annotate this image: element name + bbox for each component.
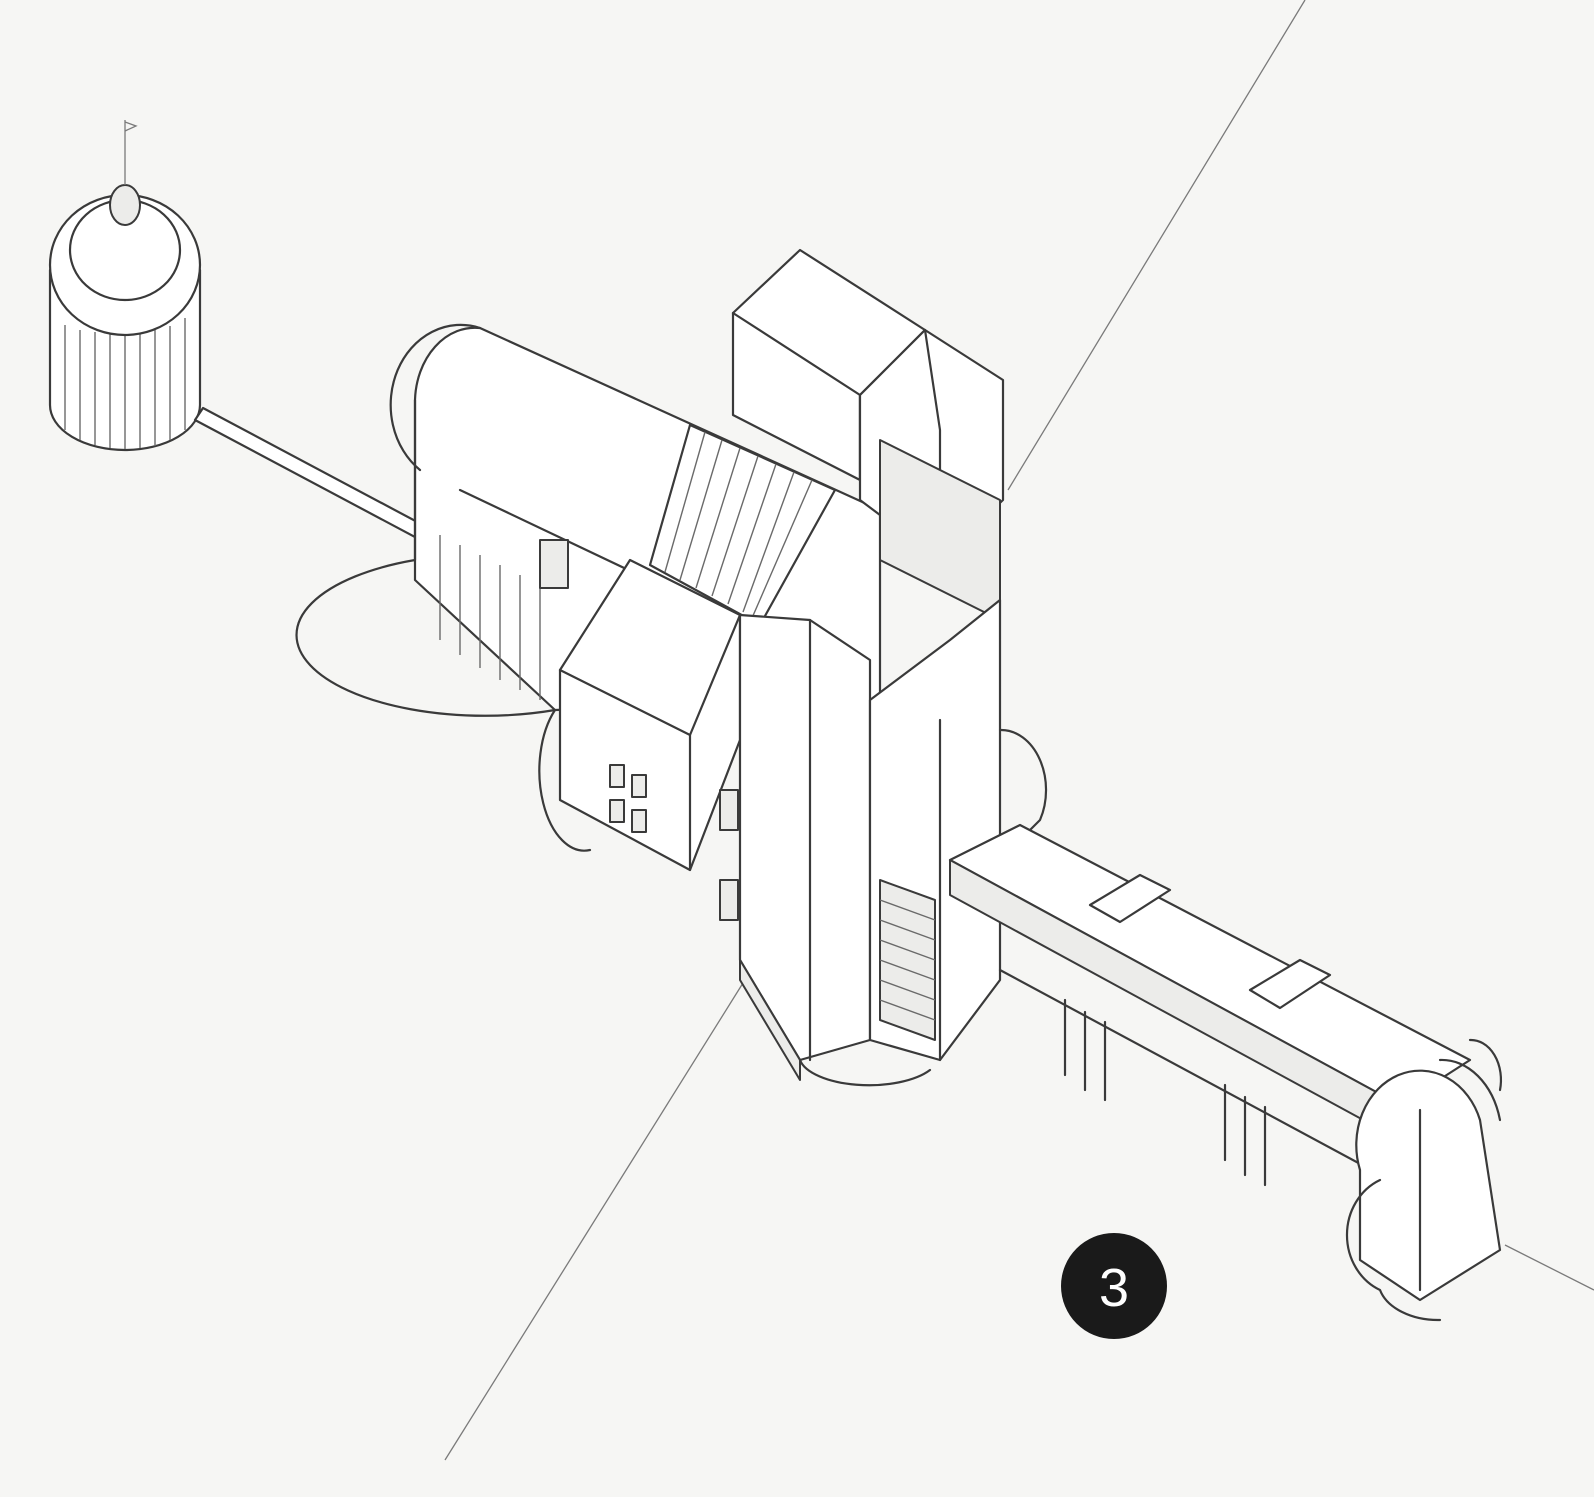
figure-number-badge: 3 [1061,1233,1167,1339]
tower-cupola [109,184,141,226]
front-tower-block [538,558,872,1081]
axis-line-upper [1007,0,1306,491]
axis-lines [444,0,1594,1461]
figure-number-circle [1061,1233,1167,1339]
rear-blocks [731,248,1005,621]
figure-number-label: 3 [1099,1258,1129,1318]
axis-line-right [1504,1244,1594,1291]
end-rotunda [1345,1038,1503,1322]
circular-tower [48,120,202,452]
front-windows [609,764,739,921]
walkway-bridge [193,406,440,547]
hall-window [539,539,569,589]
side-stair-core [798,598,1048,1087]
colonnade-wing [948,823,1472,1187]
axis-line-lower [444,974,749,1461]
